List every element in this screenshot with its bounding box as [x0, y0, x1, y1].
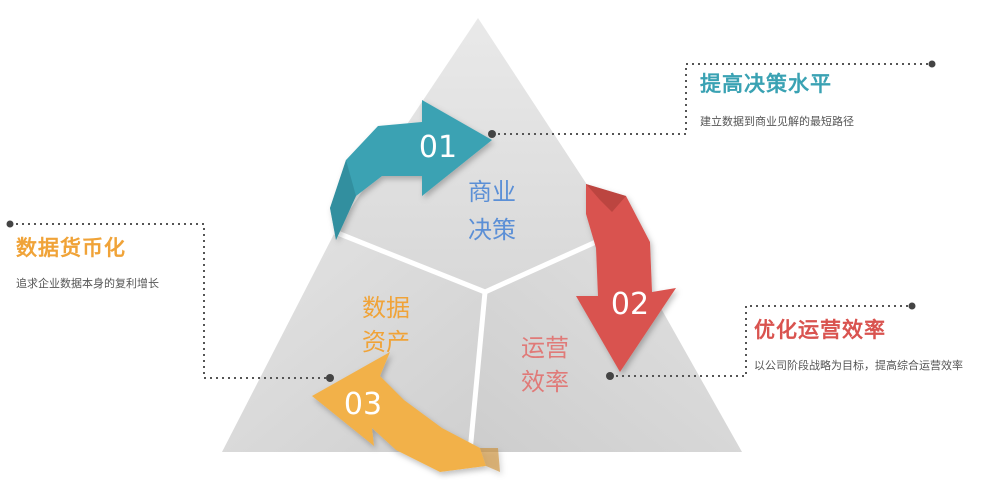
arrow-number-03: 03 — [344, 387, 382, 422]
arrow-number-01: 01 — [419, 130, 457, 165]
arrow-01: 01 — [330, 100, 492, 240]
segment-label-efficiency-line1: 运营 — [521, 334, 569, 362]
callout-title-efficiency: 优化运营效率 — [754, 318, 886, 342]
segment-label-asset-line1: 数据 — [362, 294, 410, 322]
connector-03 — [6, 220, 334, 382]
callout-desc-decision: 建立数据到商业见解的最短路径 — [700, 115, 854, 128]
triangle-left-face — [222, 232, 485, 452]
callout-desc-monetization: 追求企业数据本身的复利增长 — [16, 277, 159, 290]
triangle-top-face — [335, 18, 618, 292]
callout-title-decision: 提高决策水平 — [700, 72, 832, 96]
segment-label-asset-line2: 资产 — [362, 328, 410, 356]
callout-efficiency: 优化运营效率 以公司阶段战略为目标，提高综合运营效率 — [754, 314, 994, 376]
segment-label-decision-line1: 商业 — [468, 178, 516, 206]
connector-02 — [606, 302, 916, 380]
callout-desc-efficiency: 以公司阶段战略为目标，提高综合运营效率 — [754, 359, 963, 372]
callout-monetization: 数据货币化 追求企业数据本身的复利增长 — [16, 232, 184, 294]
callout-decision: 提高决策水平 建立数据到商业见解的最短路径 — [700, 68, 854, 132]
separator-line-bottom — [467, 291, 488, 453]
callout-title-monetization: 数据货币化 — [16, 236, 126, 260]
connector-01 — [488, 60, 936, 138]
segment-label-decision-line2: 决策 — [468, 216, 516, 244]
arrow-02: 02 — [576, 184, 676, 372]
segment-label-efficiency-line2: 效率 — [521, 368, 569, 396]
arrow-03: 03 — [312, 352, 500, 472]
arrow-number-02: 02 — [611, 287, 649, 322]
